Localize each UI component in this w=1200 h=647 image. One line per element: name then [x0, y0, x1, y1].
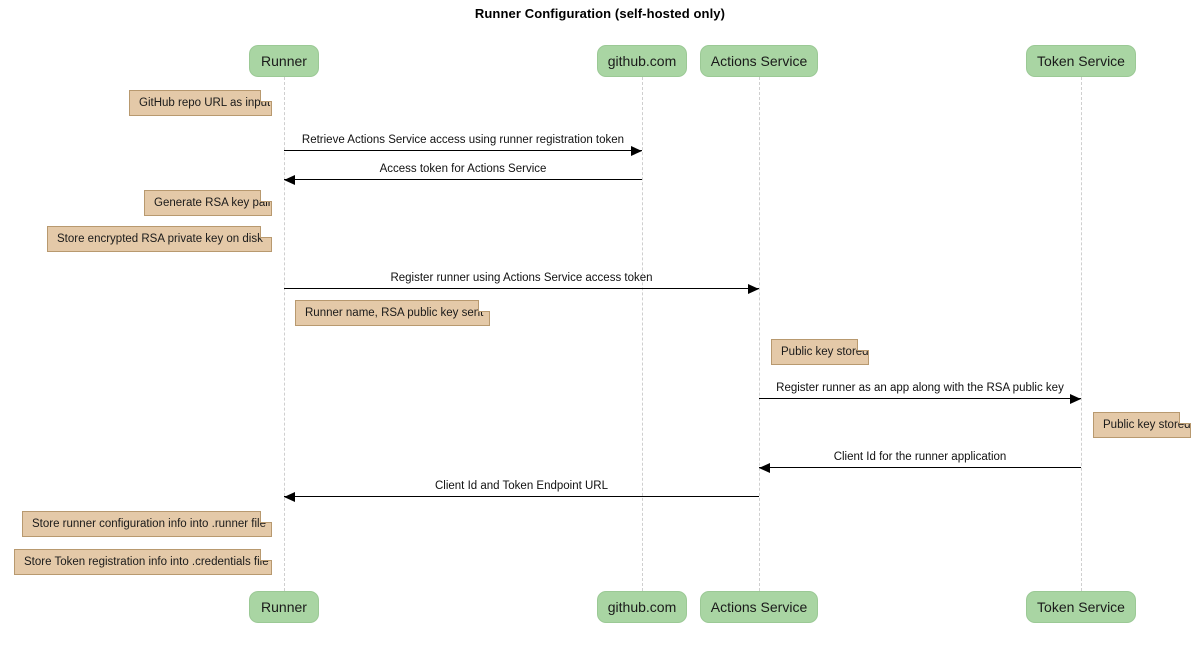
note-text: GitHub repo URL as input: [139, 97, 271, 109]
participant-header-runner[interactable]: Runner: [249, 45, 319, 77]
note-text: Store encrypted RSA private key on disk: [57, 233, 263, 245]
arrowhead-left-icon: [759, 463, 770, 473]
note-text: Runner name, RSA public key sent: [305, 307, 484, 319]
message-line-msg-4: [759, 398, 1081, 399]
participant-label: github.com: [607, 53, 677, 69]
participant-footer-token[interactable]: Token Service: [1026, 591, 1136, 623]
message-line-msg-5: [759, 467, 1081, 468]
note-fold-corner-icon: [1179, 412, 1191, 424]
arrowhead-right-icon: [748, 284, 759, 294]
lifeline-github: [642, 77, 643, 591]
lifeline-runner: [284, 77, 285, 591]
arrowhead-right-icon: [1070, 394, 1081, 404]
lifeline-actions: [759, 77, 760, 591]
participant-header-actions[interactable]: Actions Service: [700, 45, 818, 77]
arrowhead-left-icon: [284, 492, 295, 502]
participant-footer-github[interactable]: github.com: [597, 591, 687, 623]
note-note-8: Store Token registration info into .cred…: [14, 549, 272, 575]
note-note-4: Runner name, RSA public key sent: [295, 300, 490, 326]
arrowhead-left-icon: [284, 175, 295, 185]
participant-label: github.com: [607, 599, 677, 615]
arrowhead-right-icon: [631, 146, 642, 156]
participant-footer-runner[interactable]: Runner: [249, 591, 319, 623]
participant-label: Token Service: [1037, 599, 1125, 615]
note-note-3: Store encrypted RSA private key on disk: [47, 226, 272, 252]
message-label-msg-3: Register runner using Actions Service ac…: [390, 272, 653, 284]
participant-label: Actions Service: [710, 53, 808, 69]
message-line-msg-3: [284, 288, 759, 289]
lifeline-token: [1081, 77, 1082, 591]
participant-header-github[interactable]: github.com: [597, 45, 687, 77]
page-title: Runner Configuration (self-hosted only): [474, 6, 726, 21]
note-fold-corner-icon: [857, 339, 869, 351]
note-fold-corner-icon: [260, 90, 272, 102]
note-note-1: GitHub repo URL as input: [129, 90, 272, 116]
note-text: Store runner configuration info into .ru…: [32, 518, 266, 530]
note-note-2: Generate RSA key pair: [144, 190, 272, 216]
note-fold-corner-icon: [478, 300, 490, 312]
participant-label: Runner: [261, 53, 307, 69]
note-text: Public key stored: [1103, 419, 1191, 431]
participant-label: Runner: [261, 599, 307, 615]
message-label-msg-5: Client Id for the runner application: [833, 451, 1007, 463]
participant-label: Token Service: [1037, 53, 1125, 69]
message-label-msg-4: Register runner as an app along with the…: [776, 382, 1064, 394]
note-note-6: Public key stored: [1093, 412, 1191, 438]
note-text: Store Token registration info into .cred…: [24, 556, 269, 568]
participant-header-token[interactable]: Token Service: [1026, 45, 1136, 77]
note-text: Public key stored: [781, 346, 869, 358]
note-fold-corner-icon: [260, 549, 272, 561]
note-note-5: Public key stored: [771, 339, 869, 365]
note-fold-corner-icon: [260, 511, 272, 523]
participant-footer-actions[interactable]: Actions Service: [700, 591, 818, 623]
message-label-msg-1: Retrieve Actions Service access using ru…: [301, 134, 625, 146]
participant-label: Actions Service: [710, 599, 808, 615]
message-line-msg-6: [284, 496, 759, 497]
note-note-7: Store runner configuration info into .ru…: [22, 511, 272, 537]
message-line-msg-2: [284, 179, 642, 180]
message-line-msg-1: [284, 150, 642, 151]
note-text: Generate RSA key pair: [154, 197, 272, 209]
message-label-msg-2: Access token for Actions Service: [379, 163, 547, 175]
note-fold-corner-icon: [260, 190, 272, 202]
message-label-msg-6: Client Id and Token Endpoint URL: [434, 480, 609, 492]
note-fold-corner-icon: [260, 226, 272, 238]
